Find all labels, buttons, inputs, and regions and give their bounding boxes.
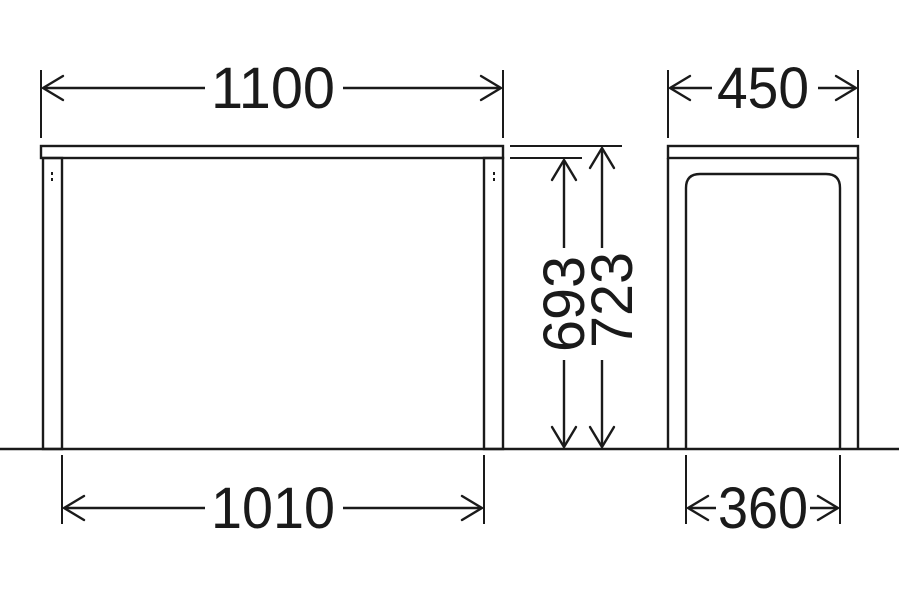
width-inner-label: 1010 [211,476,335,541]
dimension-heights: 693 723 [510,145,645,449]
desk-top-board [39,144,505,160]
side-frame-opening [684,172,842,449]
height-inner-label: 693 [532,256,597,352]
depth-top-label: 450 [717,56,809,121]
front-view [39,144,505,451]
height-total-label: 723 [580,252,645,348]
dimension-depth-top: 450 [667,56,859,138]
side-top-board [666,144,860,160]
side-view [666,144,860,449]
width-top-label: 1100 [211,56,335,121]
dimension-width-inner: 1010 [61,455,485,541]
desk-left-leg [41,156,64,451]
depth-inner-label: 360 [718,476,808,541]
desk-right-leg [482,156,505,451]
dimension-width-top: 1100 [40,56,504,138]
dimension-depth-inner: 360 [685,455,841,541]
